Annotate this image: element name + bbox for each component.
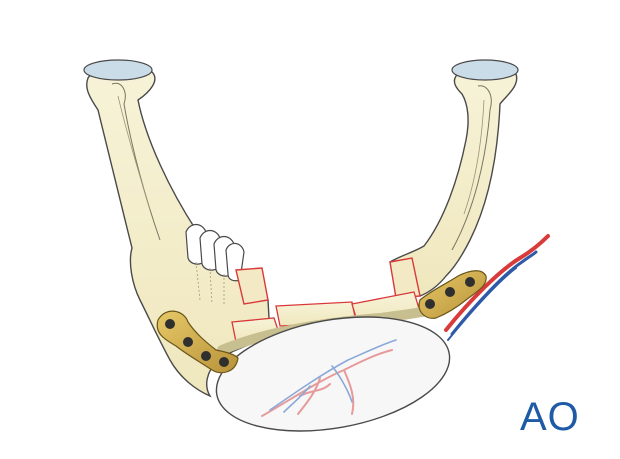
screw-right-1 <box>425 299 435 309</box>
left-mandible-segment <box>83 59 271 398</box>
left-condyle-cartilage <box>83 59 153 81</box>
left-osteotomy-surface <box>235 267 269 305</box>
screw-left-3 <box>201 351 211 361</box>
vascular-pedicle <box>444 234 550 341</box>
skin-paddle-vessels-red <box>261 349 393 417</box>
screw-right-3 <box>465 277 475 287</box>
right-condyle-cartilage <box>451 59 519 81</box>
skin-paddle-vessels-blue <box>269 339 397 413</box>
screw-left-2 <box>183 337 193 347</box>
tooth-roots <box>195 261 225 306</box>
pedicle-vein-2 <box>447 267 517 341</box>
screw-left-4 <box>219 357 229 367</box>
skin-paddle <box>215 316 451 432</box>
right-osteotomy-surface <box>389 257 421 299</box>
reconstruction-plate-left <box>156 310 239 374</box>
right-ramus-inner-contour <box>451 85 492 251</box>
screw-left-1 <box>165 319 175 329</box>
ao-logo: AO <box>520 395 580 439</box>
pedicle-artery <box>444 234 550 332</box>
right-ramus-inner-contour-2 <box>463 99 485 215</box>
screw-right-2 <box>445 287 455 297</box>
right-mandible-segment <box>389 59 519 297</box>
left-ramus-inner-contour-2 <box>117 95 151 211</box>
plate-left-body <box>156 310 239 374</box>
skin-paddle-outline <box>215 316 451 432</box>
reconstruction-plate-right <box>418 270 487 319</box>
